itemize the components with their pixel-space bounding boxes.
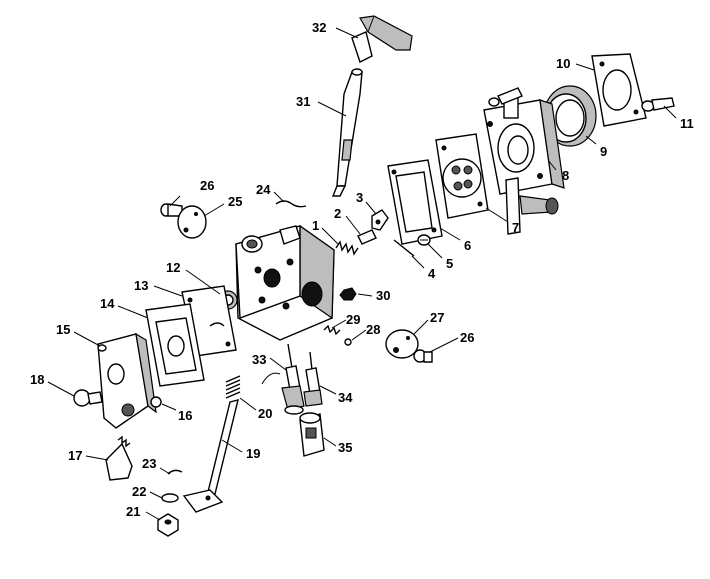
callout-18: 18 (30, 372, 44, 387)
carburetor-body (235, 224, 335, 341)
callout-11: 11 (680, 116, 694, 131)
callout-15: 15 (56, 322, 70, 337)
part-24-clip (275, 200, 307, 208)
callout-3: 3 (356, 190, 363, 205)
part-22-washer (161, 493, 179, 503)
part-25-cover-disc (177, 205, 207, 239)
callout-7: 7 (512, 220, 519, 235)
callout-29: 29 (346, 312, 360, 327)
part-11-screw (641, 97, 675, 112)
callout-26-top: 26 (200, 178, 214, 193)
callout-17: 17 (68, 448, 82, 463)
part-1-spring (335, 240, 359, 256)
callout-27: 27 (430, 310, 444, 325)
callout-9: 9 (600, 144, 607, 159)
part-23-eclip (167, 469, 183, 475)
callout-25: 25 (228, 194, 242, 209)
callout-28: 28 (366, 322, 380, 337)
callout-23: 23 (142, 456, 156, 471)
part-6-gasket (387, 159, 443, 245)
part-5-screw (417, 234, 431, 246)
callout-6: 6 (464, 238, 471, 253)
callout-19: 19 (246, 446, 260, 461)
callout-34: 34 (338, 390, 353, 405)
callout-2: 2 (334, 206, 341, 221)
part-29-spring (323, 324, 341, 336)
callout-31: 31 (296, 94, 310, 109)
part-26-screw-lower (413, 349, 433, 363)
part-15-end-cover (97, 332, 157, 429)
callout-12: 12 (166, 260, 180, 275)
part-8-intake-housing (483, 87, 565, 235)
part-16-plug (150, 396, 162, 408)
callout-labels: 32 31 10 9 11 8 7 6 5 4 3 2 1 24 26 25 1… (30, 20, 694, 519)
part-26-screw-top (160, 203, 183, 217)
part-18-screw (73, 389, 103, 407)
part-17-idle-screw (105, 435, 133, 481)
part-34-adjusting-screw (303, 351, 323, 407)
callout-30: 30 (376, 288, 390, 303)
part-20-spring (225, 372, 281, 399)
callout-10: 10 (556, 56, 570, 71)
callout-32: 32 (312, 20, 326, 35)
callout-33: 33 (252, 352, 266, 367)
part-30-nut (339, 287, 357, 301)
part-2-needle (357, 229, 377, 245)
callout-8: 8 (562, 168, 569, 183)
callout-13: 13 (134, 278, 148, 293)
part-31-shaft (331, 68, 363, 197)
part-27-disc (385, 329, 419, 359)
part-4-pin (393, 239, 415, 257)
part-33-adjusting-screw (281, 343, 305, 415)
callout-5: 5 (446, 256, 453, 271)
callout-22: 22 (132, 484, 146, 499)
part-9-boot (543, 85, 597, 147)
part-35-cap (299, 412, 325, 457)
leader-lines (47, 27, 677, 521)
part-7-diaphragm (435, 133, 489, 219)
callout-26-lower: 26 (460, 330, 474, 345)
callout-21: 21 (126, 504, 140, 519)
part-19-throttle-shaft (182, 399, 239, 513)
part-32-handle (351, 15, 413, 63)
part-14-gasket (145, 303, 205, 387)
callout-1: 1 (312, 218, 319, 233)
callout-24: 24 (256, 182, 271, 197)
callout-14: 14 (100, 296, 115, 311)
callout-35: 35 (338, 440, 352, 455)
part-10-flange-gasket (591, 53, 647, 127)
callout-4: 4 (428, 266, 436, 281)
callout-16: 16 (178, 408, 192, 423)
callout-20: 20 (258, 406, 272, 421)
part-21-nut (157, 513, 179, 537)
part-28-ball (344, 338, 352, 346)
part-3-lever (371, 209, 389, 231)
